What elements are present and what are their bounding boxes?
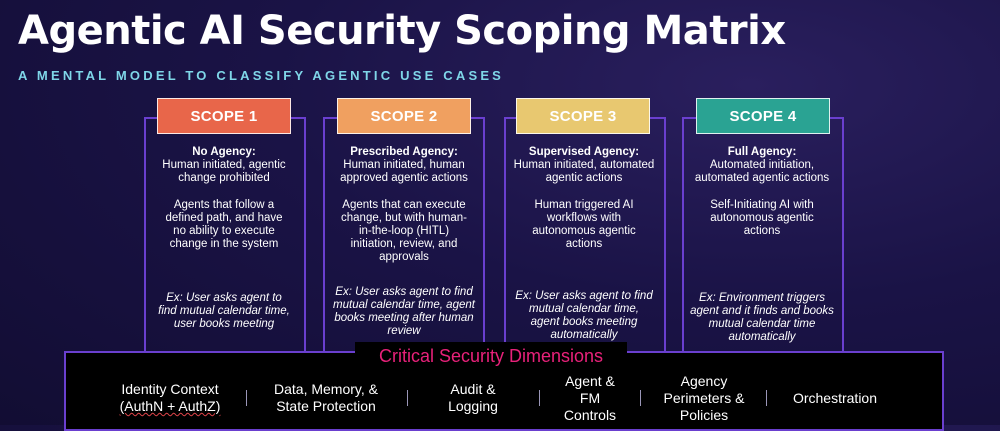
scope-2-heading: Prescribed Agency: bbox=[350, 146, 458, 158]
dimension-agent-fm-controls: Agent & FM Controls bbox=[550, 373, 630, 424]
separator bbox=[407, 390, 408, 406]
dimension-label: Controls bbox=[563, 407, 617, 423]
scope-2-description: Agents that can execute change, but with… bbox=[341, 199, 467, 263]
scope-2-label: SCOPE 2 bbox=[337, 98, 471, 134]
scope-1-example: Ex: User asks agent to find mutual calen… bbox=[158, 292, 290, 330]
dimension-label: Audit & bbox=[450, 381, 496, 397]
page-title: Agentic AI Security Scoping Matrix bbox=[18, 8, 786, 54]
dimension-label: Perimeters & bbox=[663, 390, 745, 406]
separator bbox=[539, 390, 540, 406]
scope-3-description: Human triggered AI workflows with autono… bbox=[532, 199, 636, 250]
scope-1-description: Agents that follow a defined path, and h… bbox=[165, 199, 283, 250]
scope-4-heading-desc: Automated initiation, automated agentic … bbox=[694, 159, 830, 184]
scope-3-heading-desc: Human initiated, automated agentic actio… bbox=[513, 159, 655, 184]
dimension-label: Agent & bbox=[565, 373, 615, 389]
scope-3-example: Ex: User asks agent to find mutual calen… bbox=[515, 290, 653, 341]
scope-1-heading-desc: Human initiated, agentic change prohibit… bbox=[162, 159, 286, 184]
scope-3-label: SCOPE 3 bbox=[516, 98, 650, 134]
scope-4-description: Self-Initiating AI with autonomous agent… bbox=[710, 199, 814, 237]
dimension-label: Logging bbox=[448, 398, 498, 414]
dimension-data-memory-state: Data, Memory, & State Protection bbox=[258, 381, 394, 415]
dimensions-title: Critical Security Dimensions bbox=[355, 342, 627, 370]
dimension-label-text: (AuthN + AuthZ) bbox=[119, 398, 221, 414]
scope-4-example: Ex: Environment triggers agent and it fi… bbox=[690, 292, 834, 343]
scope-2-text: Prescribed Agency: Human initiated, huma… bbox=[316, 146, 492, 337]
dimension-label: Data, Memory, & bbox=[274, 381, 378, 397]
dimension-label: Orchestration bbox=[792, 390, 878, 406]
dimension-label: Agency bbox=[680, 373, 728, 389]
scope-1-heading: No Agency: bbox=[192, 146, 256, 158]
scope-4-text: Full Agency: Automated initiation, autom… bbox=[674, 146, 850, 343]
separator bbox=[246, 390, 247, 406]
scope-2-heading-desc: Human initiated, human approved agentic … bbox=[340, 159, 468, 184]
separator bbox=[640, 390, 641, 406]
scope-4-label: SCOPE 4 bbox=[696, 98, 830, 134]
scope-1-text: No Agency: Human initiated, agentic chan… bbox=[136, 146, 312, 336]
dimension-orchestration: Orchestration bbox=[778, 390, 892, 407]
scope-4-heading: Full Agency: bbox=[727, 146, 797, 158]
dimension-identity-context: Identity Context (AuthN + AuthZ) bbox=[100, 381, 240, 415]
dimension-label: FM bbox=[579, 390, 601, 406]
dimension-label: (AuthN + AuthZ) bbox=[100, 398, 240, 415]
dimension-audit-logging: Audit & Logging bbox=[422, 381, 524, 415]
scope-2-example: Ex: User asks agent to find mutual calen… bbox=[333, 286, 475, 337]
scope-1-label: SCOPE 1 bbox=[157, 98, 291, 134]
scope-3-text: Supervised Agency: Human initiated, auto… bbox=[496, 146, 672, 341]
scope-3-heading: Supervised Agency: bbox=[528, 146, 640, 158]
page-subtitle: A MENTAL MODEL TO CLASSIFY AGENTIC USE C… bbox=[18, 68, 505, 83]
dimension-agency-perimeters: Agency Perimeters & Policies bbox=[650, 373, 758, 424]
separator bbox=[766, 390, 767, 406]
dimension-label: Policies bbox=[679, 407, 729, 423]
dimension-label: Identity Context bbox=[121, 381, 219, 397]
dimension-label: State Protection bbox=[276, 398, 376, 414]
